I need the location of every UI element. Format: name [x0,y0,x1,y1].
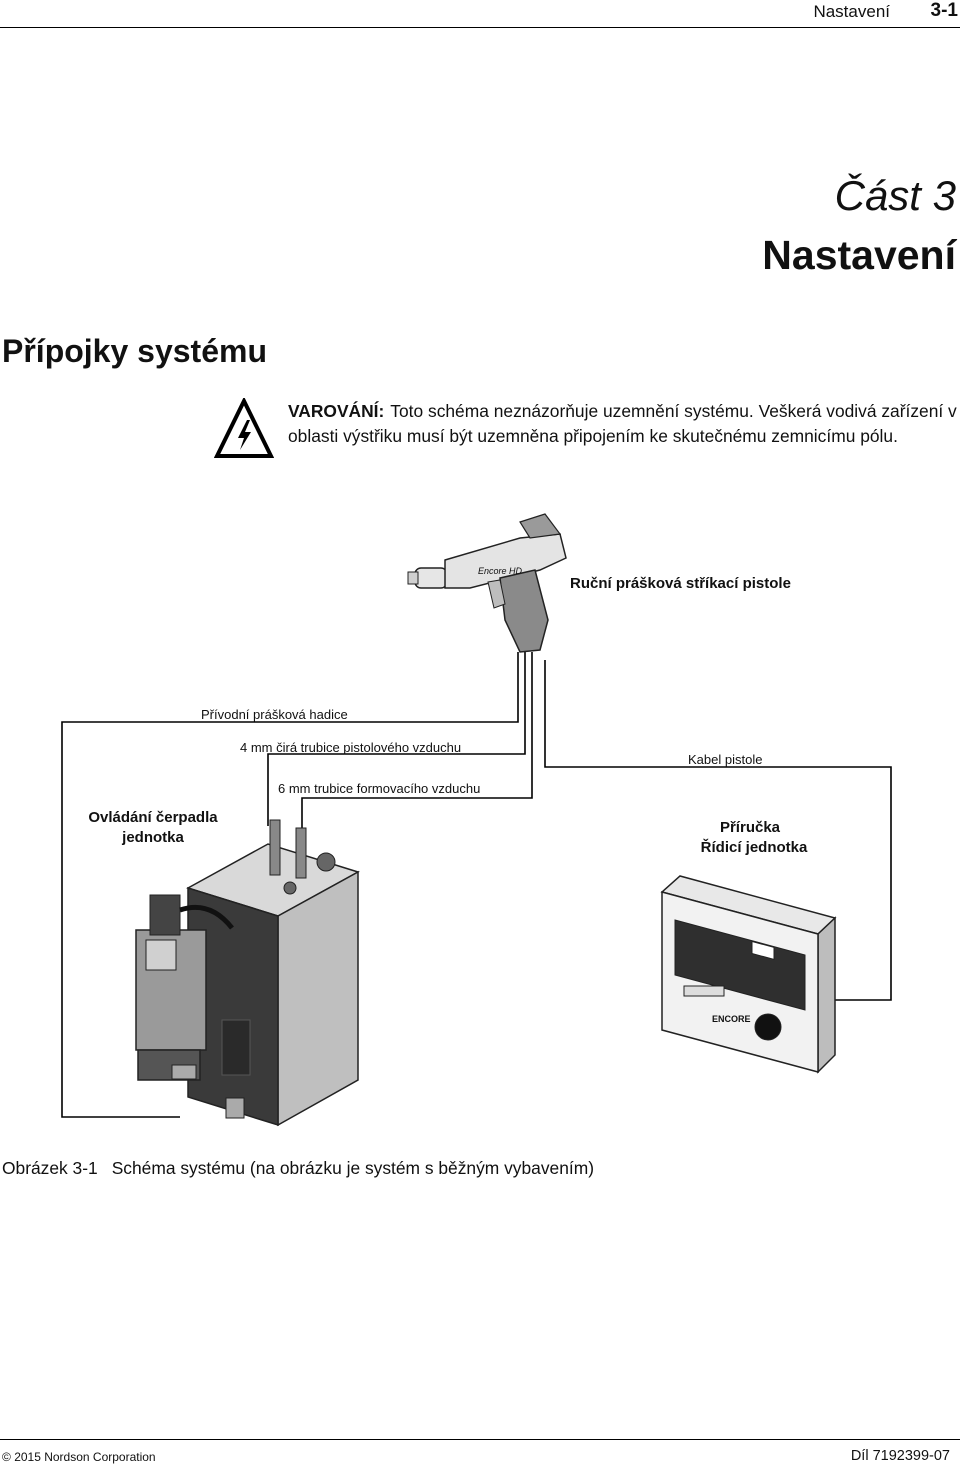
warning-text: VAROVÁNÍ:Toto schéma neznázorňuje uzemně… [288,399,960,449]
electrical-hazard-icon [214,398,274,458]
connection-lines [61,652,892,1118]
shaping-air-tube-line [301,652,533,830]
header-rule [0,27,960,28]
controller-label-line1: Příručka [720,819,781,836]
figure-number: Obrázek 3-1 [2,1158,98,1178]
section-title: Přípojky systému [2,333,267,369]
pump-unit-label-line2: jednotka [121,829,184,846]
powder-hose-label: Přívodní prášková hadice [201,707,348,722]
footer-part-number: Díl 7192399-07 [850,1448,950,1464]
gun-cable-line [544,660,892,1001]
part-label: Část 3 [834,172,956,219]
gun-air-tube-line [267,652,526,826]
pump-unit-label-line1: Ovládání čerpadla [88,809,218,826]
running-header-section: Nastavení [813,2,890,21]
footer-copyright: © 2015 Nordson Corporation [2,1450,156,1464]
system-diagram: Encore HD Ruční prášková stříkací pistol… [61,513,892,1127]
warning-label: VAROVÁNÍ: [288,401,385,421]
powder-hose-line [61,652,519,1118]
copyright-symbol: © [2,1450,11,1464]
footer-rule [0,1439,960,1440]
gun-cable-label: Kabel pistole [688,752,762,767]
gun-label: Ruční prášková stříkací pistole [570,575,791,592]
manual-controller-illustration: ENCORE [660,875,837,1074]
controller-label-line2: Řídicí jednotka [701,838,808,856]
figure-caption-text: Schéma systému (na obrázku je systém s b… [111,1158,594,1178]
part-title: Nastavení [762,232,956,278]
copyright-text: 2015 Nordson Corporation [14,1450,156,1464]
gun-brand: Encore HD [478,566,523,576]
page-number: 3-1 [930,0,958,21]
spray-gun-illustration: Encore HD [407,513,567,653]
figure-caption: Obrázek 3-1 Schéma systému (na obrázku je… [2,1158,594,1179]
warning-body: Toto schéma neznázorňuje uzemnění systém… [288,401,957,446]
gun-air-tube-label: 4 mm čirá trubice pistolového vzduchu [240,740,461,755]
controller-brand: ENCORE [712,1014,751,1024]
pump-control-unit-illustration [135,819,360,1127]
shaping-air-tube-label: 6 mm trubice formovacího vzduchu [278,781,480,796]
